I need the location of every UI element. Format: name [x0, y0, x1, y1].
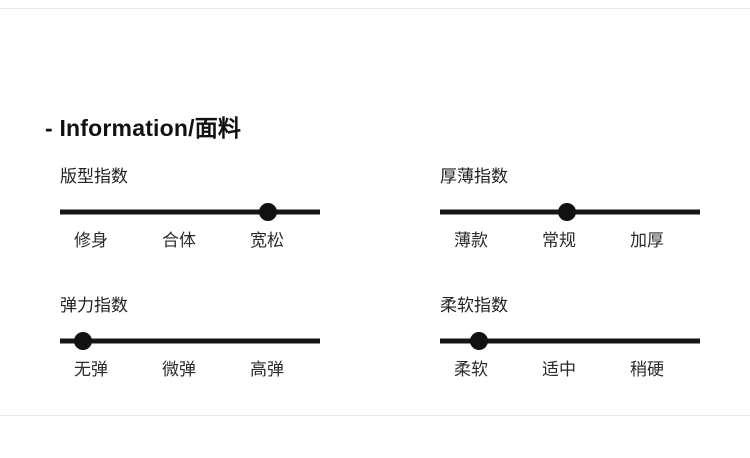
fit-scale [60, 203, 320, 221]
index-title: 厚薄指数 [440, 167, 508, 186]
scale-dot-icon [558, 203, 577, 221]
scale-line [60, 209, 320, 215]
scale-option: 宽松 [250, 231, 284, 250]
scale-labels: 修身 合体 宽松 [60, 230, 320, 252]
scale-line [440, 338, 700, 344]
scale-labels: 柔软 适中 稍硬 [440, 359, 700, 381]
index-group-fit: 版型指数 修身 合体 宽松 [60, 167, 320, 252]
scale-option: 柔软 [454, 360, 488, 379]
bottom-divider [0, 415, 750, 416]
scale-dot-icon [470, 332, 488, 350]
scale-option: 高弹 [250, 360, 284, 379]
softness-scale [440, 332, 700, 350]
index-title: 版型指数 [60, 167, 128, 186]
thickness-scale [440, 203, 700, 221]
index-group-softness: 柔软指数 柔软 适中 稍硬 [440, 296, 700, 381]
scale-labels: 薄款 常规 加厚 [440, 230, 700, 252]
scale-option: 微弹 [162, 360, 196, 379]
scale-option: 合体 [162, 231, 196, 250]
section-title: - Information/面料 [45, 115, 242, 141]
index-group-thickness: 厚薄指数 薄款 常规 加厚 [440, 167, 700, 252]
scale-option: 加厚 [630, 231, 664, 250]
scale-option: 适中 [542, 360, 576, 379]
scale-dot-icon [74, 332, 93, 350]
scale-labels: 无弹 微弹 高弹 [60, 359, 320, 381]
index-group-elasticity: 弹力指数 无弹 微弹 高弹 [60, 296, 320, 381]
index-title: 弹力指数 [60, 296, 128, 315]
scale-option: 无弹 [74, 360, 108, 379]
elasticity-scale [60, 332, 320, 350]
scale-option: 常规 [542, 231, 576, 250]
index-title: 柔软指数 [440, 296, 508, 315]
scale-option: 薄款 [454, 231, 488, 250]
scale-line [60, 338, 320, 344]
scale-option: 稍硬 [630, 360, 664, 379]
index-grid: 版型指数 修身 合体 宽松 厚薄指数 薄款 常规 加厚 [60, 167, 700, 381]
scale-option: 修身 [74, 231, 108, 250]
top-divider [0, 8, 750, 9]
scale-dot-icon [259, 203, 277, 221]
